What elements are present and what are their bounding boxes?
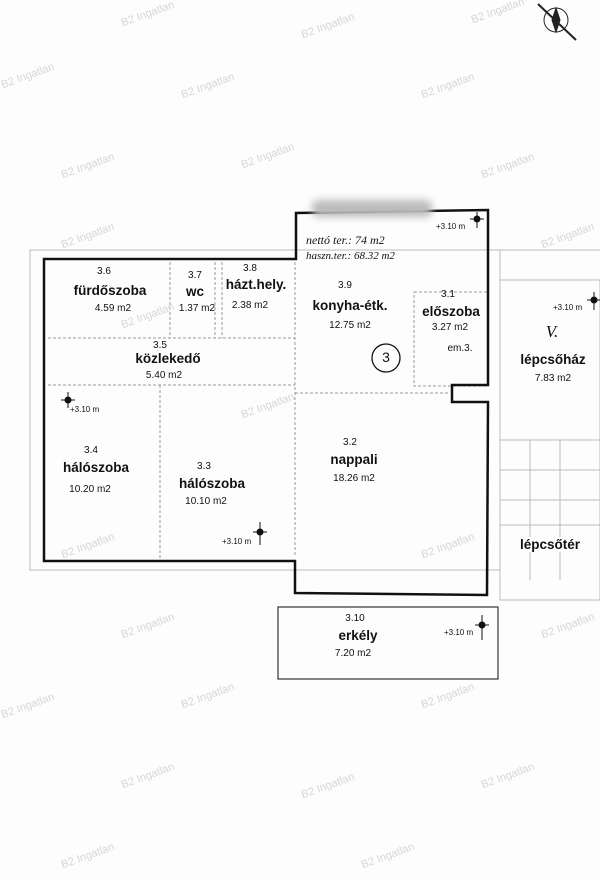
room-area: 7.20 m2	[334, 648, 372, 659]
floor-marker-circle	[371, 343, 401, 373]
room-name: wc	[185, 284, 205, 299]
room-name: nappali	[330, 452, 378, 467]
room-area: 2.38 m2	[231, 300, 269, 311]
level-mark: +3.10 m	[70, 405, 100, 414]
room-name: házt.hely.	[225, 277, 287, 292]
room-area: 4.59 m2	[94, 303, 132, 314]
room-area: 5.40 m2	[145, 370, 183, 381]
room-area: 10.10 m2	[185, 496, 227, 507]
room-number: 3.7	[188, 270, 202, 281]
net-area-label: nettó ter.: 74 m2	[306, 233, 385, 247]
balcony-outline	[277, 606, 499, 680]
level-marker-icons	[61, 212, 600, 640]
room-name: hálószoba	[178, 476, 246, 491]
redacted-label	[312, 200, 432, 217]
room-area: 18.26 m2	[333, 473, 375, 484]
room-area: 1.37 m2	[178, 303, 216, 314]
room-number: 3.9	[338, 280, 352, 291]
interior-walls	[48, 262, 489, 560]
room-number: 3.4	[84, 445, 98, 456]
level-mark: +3.10 m	[553, 303, 583, 312]
stair-block-label: V.	[545, 322, 559, 341]
usable-area-label: haszn.ter.: 68.32 m2	[306, 250, 395, 262]
room-area: 3.27 m2	[431, 322, 469, 333]
stair-area: 7.83 m2	[534, 373, 572, 384]
room-name: előszoba	[422, 304, 480, 319]
room-name: hálószoba	[62, 460, 130, 475]
level-mark: +3.10 m	[436, 222, 466, 231]
apartment-outline	[42, 208, 490, 597]
level-mark: +3.10 m	[444, 628, 474, 637]
room-number: 3.10	[345, 613, 365, 624]
level-mark: +3.10 m	[222, 537, 252, 546]
room-number: 3.1	[441, 289, 455, 300]
room-note: em.3.	[447, 343, 473, 354]
room-area: 10.20 m2	[69, 484, 111, 495]
room-name: fürdőszoba	[73, 283, 147, 298]
room-number: 3.6	[97, 266, 111, 277]
room-number: 3.8	[243, 263, 257, 274]
stair-landing: lépcsőtér	[519, 537, 581, 552]
compass-icon	[537, 3, 577, 41]
room-area: 12.75 m2	[329, 320, 371, 331]
room-number: 3.5	[153, 340, 167, 351]
stair-name: lépcsőház	[520, 352, 586, 367]
room-name: közlekedő	[135, 351, 201, 366]
outer-context-lines	[29, 249, 600, 601]
room-name: erkély	[338, 628, 378, 643]
floor-marker: 3	[382, 349, 390, 365]
room-number: 3.2	[343, 437, 357, 448]
room-name: konyha-étk.	[312, 298, 388, 313]
room-number: 3.3	[197, 461, 211, 472]
